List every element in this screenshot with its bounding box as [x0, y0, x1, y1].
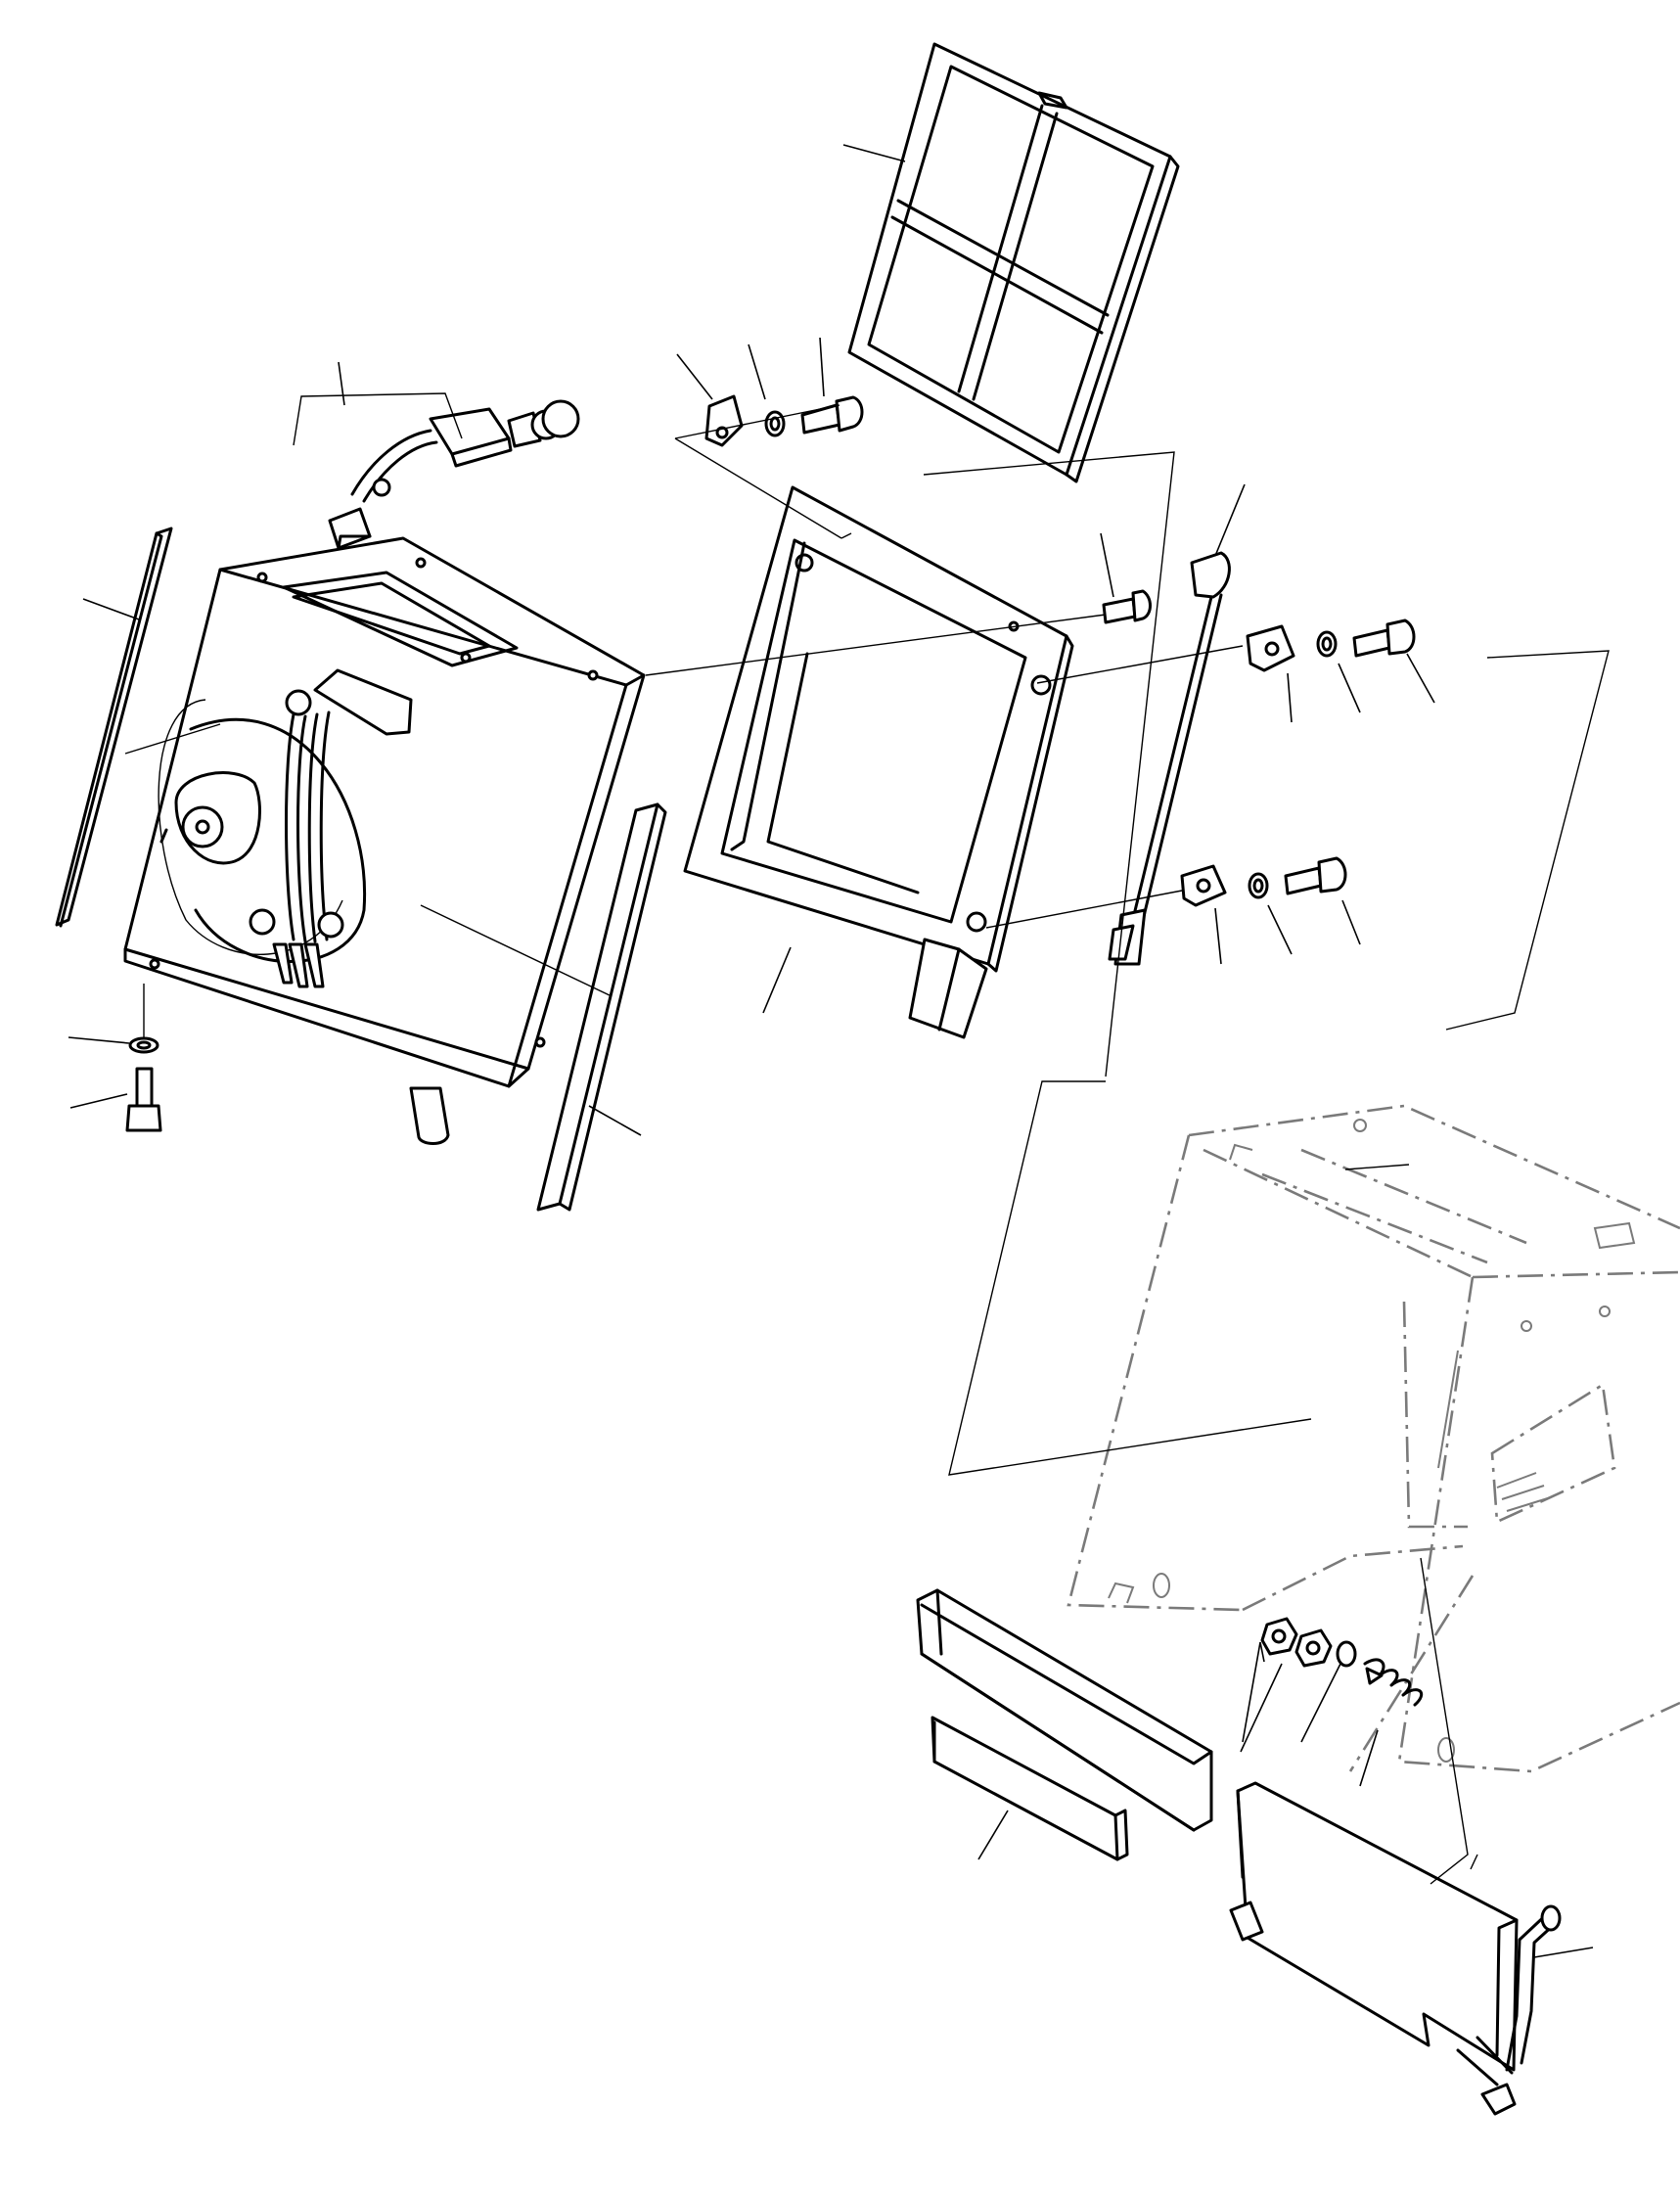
filter-frame	[683, 485, 1074, 1039]
clip-nut	[704, 394, 1295, 907]
hex-nut	[1260, 1617, 1333, 1668]
air-filter-element	[847, 42, 1180, 483]
leader-lines	[68, 144, 1594, 1958]
seal-strip-right	[536, 802, 667, 1212]
rear-cover-panel	[1229, 1781, 1519, 2072]
bolt	[125, 395, 1416, 1132]
spring	[1363, 1658, 1424, 1707]
handle-rod	[1456, 1904, 1562, 2116]
front-cover-panel	[916, 1588, 1213, 1861]
phantom-cab-outline	[1067, 1104, 1680, 1773]
blower-housing	[123, 536, 646, 1145]
seal-strip-left	[55, 527, 173, 928]
wiring-harness-connector	[293, 392, 580, 550]
alignment-lines	[124, 404, 1610, 1885]
